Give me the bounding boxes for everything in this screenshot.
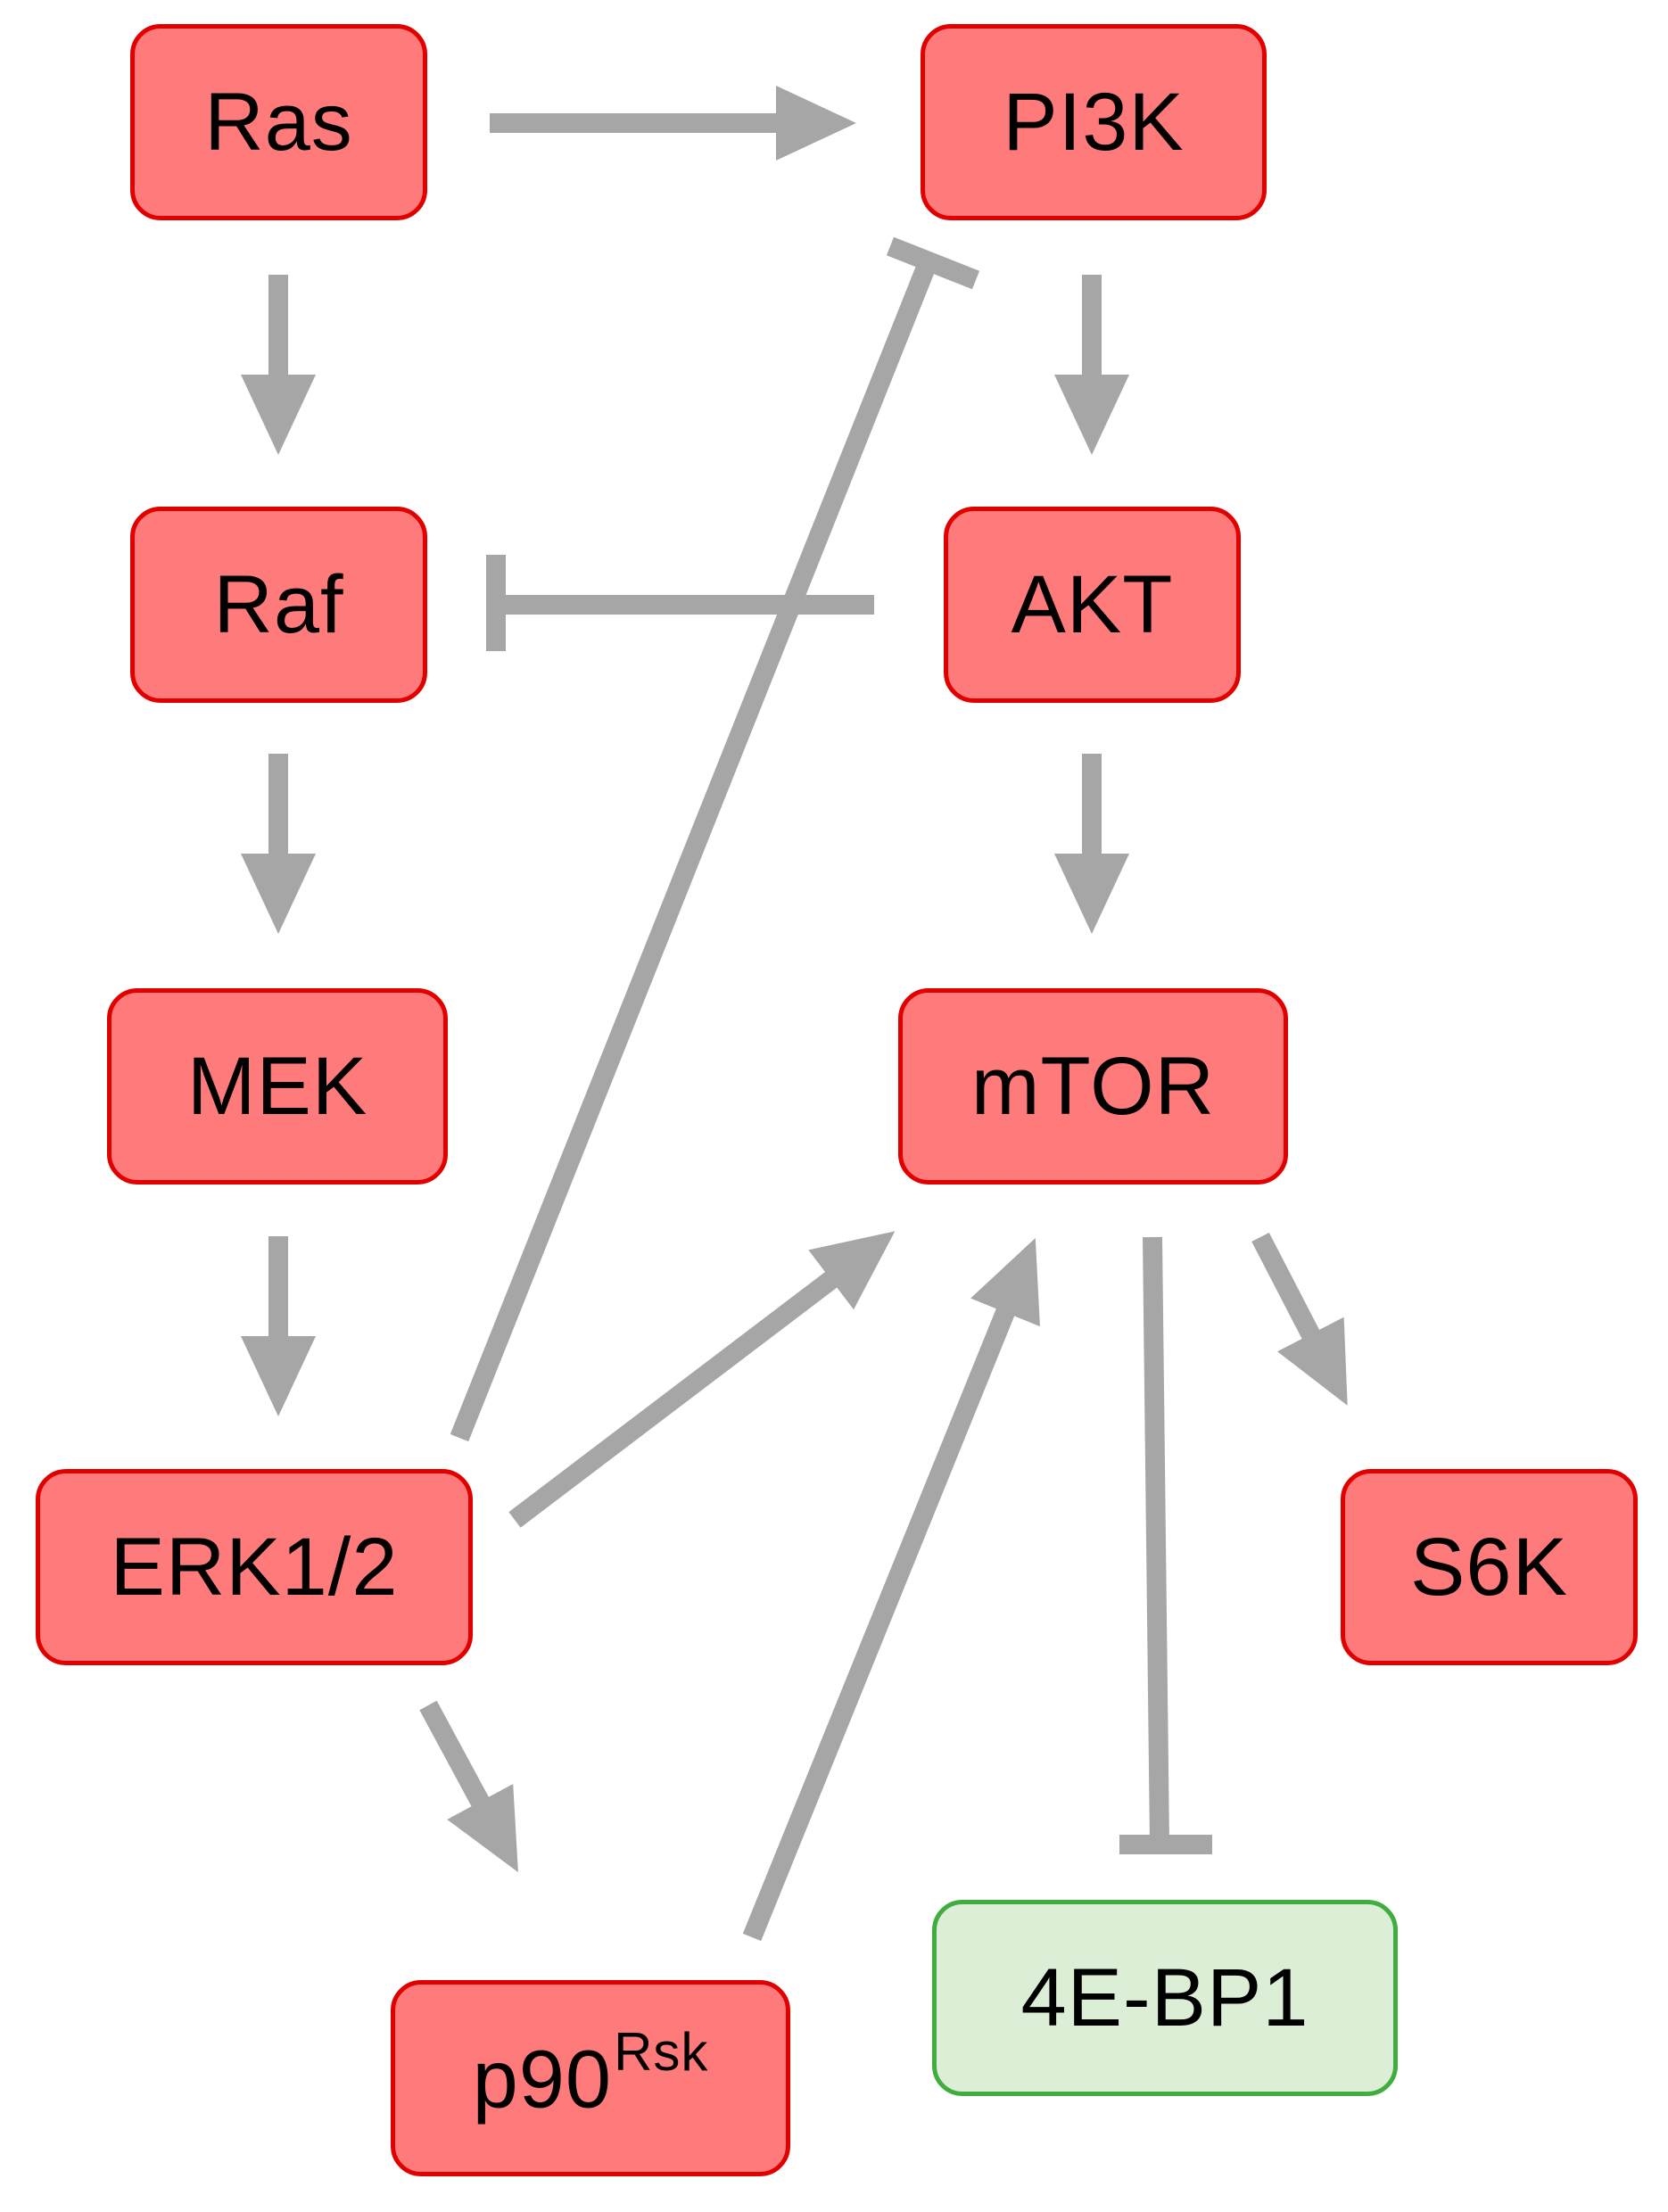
node-p90rsk-main: p90 [472, 2034, 613, 2125]
node-ras-label: Ras [204, 76, 353, 168]
node-mek: MEK [107, 988, 448, 1184]
edge-mtor-4ebp1 [1143, 1236, 1169, 1845]
node-4ebp1: 4E-BP1 [932, 1900, 1398, 2096]
edge-erk-pi3k [450, 259, 937, 1442]
node-ras: Ras [130, 24, 427, 220]
node-erk-label: ERK1/2 [110, 1521, 399, 1613]
node-mtor-label: mTOR [970, 1040, 1216, 1132]
node-raf: Raf [130, 507, 427, 703]
node-p90rsk-superscript: Rsk [614, 2021, 709, 2082]
edge-erk-p90 [419, 1700, 518, 1873]
node-pi3k: PI3K [921, 24, 1267, 220]
node-mek-label: MEK [186, 1040, 368, 1132]
node-p90rsk-label: p90Rsk [472, 2022, 709, 2127]
edge-erk-mtor [508, 1231, 896, 1528]
node-akt: AKT [944, 507, 1241, 703]
node-pi3k-label: PI3K [1003, 76, 1185, 168]
node-4ebp1-label: 4E-BP1 [1020, 1952, 1309, 2043]
node-erk: ERK1/2 [36, 1469, 473, 1665]
node-mtor: mTOR [898, 988, 1288, 1184]
edge-erk-pi3k-bar [886, 236, 980, 290]
node-s6k: S6K [1341, 1469, 1638, 1665]
edge-p90-mtor [742, 1238, 1040, 1942]
node-p90rsk: p90Rsk [391, 1980, 790, 2176]
edge-mtor-s6k [1251, 1232, 1348, 1406]
node-akt-label: AKT [1011, 558, 1174, 650]
node-s6k-label: S6K [1410, 1521, 1568, 1613]
node-raf-label: Raf [213, 558, 344, 650]
